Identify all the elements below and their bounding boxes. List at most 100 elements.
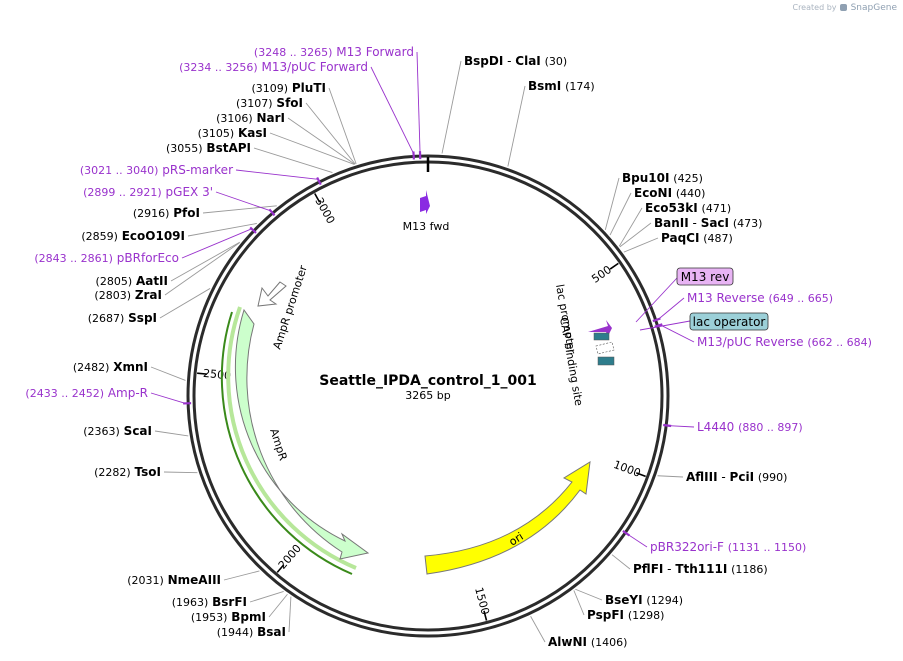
site-pos: (2916): [133, 207, 170, 220]
site-pos: (3107): [236, 97, 273, 110]
site-name: pBRforEco: [117, 251, 179, 265]
site-name2: SacI: [701, 216, 729, 230]
credit-prefix: Created by: [792, 3, 837, 12]
tick-mark: [609, 262, 619, 270]
site-name: BsmI: [528, 79, 561, 93]
site-label-pbr322ori: pBR322ori-F (1131 .. 1150): [650, 540, 806, 554]
lac-operator-callout: lac operator: [693, 315, 766, 329]
site-name: PflFI: [633, 562, 663, 576]
site-name: pRS-marker: [162, 163, 233, 177]
leader-line-paqci: [623, 237, 659, 253]
site-pos: (473): [733, 217, 763, 230]
m13-fwd-marker: [420, 190, 430, 214]
site-pos: (1953): [191, 611, 228, 624]
site-label-eco53ki: Eco53kI (471): [645, 201, 731, 215]
site-label-sfoi: (3107) SfoI: [236, 96, 303, 110]
leader-lines: [150, 51, 695, 643]
site-label-scai: (2363) ScaI: [83, 424, 152, 438]
site-pos: (2687): [88, 312, 125, 325]
site-label-bspdi: BspDI - ClaI (30): [464, 54, 567, 68]
site-label-bpu10i: Bpu10I (425): [622, 171, 703, 185]
site-label-xmni: (2482) XmnI: [73, 360, 148, 374]
site-label-bseyi: BseYI (1294): [605, 593, 683, 607]
backbone-outer: [186, 154, 670, 638]
leader-line-kasi: [269, 132, 355, 165]
site-label-banii: BanII - SacI (473): [654, 216, 762, 230]
site-name: TsoI: [135, 465, 161, 479]
site-pos: (3109): [251, 82, 288, 95]
leader-line-bsmi: [507, 85, 526, 167]
tick-label: 2000: [276, 542, 304, 572]
ori-arrow: [424, 461, 591, 575]
primer-mark-pbr322ori: [622, 530, 631, 537]
m13-fwd-label: M13 fwd: [403, 220, 450, 233]
site-label-bsai: (1944) BsaI: [217, 625, 286, 639]
site-name: BstAPI: [206, 141, 251, 155]
leader-line-pflfi: [611, 554, 631, 570]
site-name: AlwNI: [548, 635, 587, 649]
site-name: L4440: [697, 420, 734, 434]
leader-line-aflIII: [657, 475, 684, 478]
site-name: M13/pUC Forward: [261, 60, 368, 74]
site-label-m13puc_rev: M13/pUC Reverse (662 .. 684): [697, 335, 872, 349]
site-label-aflIII: AflIII - PciI (990): [686, 470, 787, 484]
site-name: BsaI: [257, 625, 286, 639]
site-pos: (2899 .. 2921): [83, 186, 162, 199]
site-pos: (990): [758, 471, 788, 484]
lac-promoter-marker: [595, 341, 615, 355]
site-pos: (30): [545, 55, 568, 68]
site-pos: (1131 .. 1150): [728, 541, 807, 554]
leader-line-m13reverse: [658, 297, 685, 320]
site-label-prsmarker: (3021 .. 3040) pRS-marker: [80, 163, 233, 177]
site-pos: (662 .. 684): [807, 336, 872, 349]
site-name: pGEX 3': [166, 185, 213, 199]
ampr-band: [226, 306, 357, 570]
primer-mark-prsmarker: [316, 177, 322, 186]
site-pos: (2803): [94, 289, 131, 302]
leader-line-m13puc_fwd: [370, 66, 414, 154]
leader-line-sfoi: [305, 102, 356, 165]
leader-line-xmni: [150, 366, 186, 381]
tick-label: 2500: [203, 367, 232, 383]
site-label-nmeaiii: (2031) NmeAIII: [127, 573, 221, 587]
site-pos: (3248 .. 3265): [254, 46, 333, 59]
site-name: BsrFI: [212, 595, 247, 609]
site-labels: BspDI - ClaI (30) BsmI (174) Bpu10I (425) E…: [25, 45, 871, 649]
ori-label: ori: [507, 530, 526, 549]
snapgene-logo-icon: [840, 4, 848, 11]
leader-line-pfoi: [202, 205, 277, 214]
site-separator: -: [718, 470, 730, 484]
leader-line-aatii: [170, 241, 241, 282]
leader-line-pbr322ori: [627, 533, 648, 548]
site-name: PfoI: [173, 206, 200, 220]
site-pos: (2805): [96, 275, 133, 288]
ampr-label: AmpR: [267, 427, 290, 463]
ampr-promoter-arrow: [257, 281, 287, 307]
site-pos: (649 .. 665): [769, 292, 834, 305]
site-name: PspFI: [587, 608, 624, 622]
site-label-l4440: L4440 (880 .. 897): [697, 420, 803, 434]
tick-label: 1500: [472, 586, 492, 616]
leader-line-prsmarker: [235, 169, 319, 180]
site-label-pflfi: PflFI - Tth111I (1186): [633, 562, 768, 576]
site-name: M13 Forward: [336, 45, 414, 59]
site-label-bpmi: (1953) BpmI: [191, 610, 266, 624]
lac-operator-callout-box: [689, 312, 769, 331]
leader-line-bsai: [288, 596, 292, 633]
site-label-pspfi: PspFI (1298): [587, 608, 664, 622]
site-pos: (1944): [217, 626, 254, 639]
site-name: ScaI: [124, 424, 152, 438]
site-pos: (2363): [83, 425, 120, 438]
tick-mark: [276, 564, 285, 573]
credit-line: Created by SnapGene: [792, 3, 897, 13]
leader-line-scai: [154, 430, 189, 437]
primer-mark-m13reverse: [652, 317, 661, 323]
site-name: NarI: [256, 111, 285, 125]
site-label-ampr_primer: (2433 .. 2452) Amp-R: [25, 386, 148, 400]
ampr-arrow: [234, 308, 370, 560]
site-pos: (1294): [646, 594, 683, 607]
site-label-bsmi: BsmI (174): [528, 79, 595, 93]
site-pos: (174): [565, 80, 595, 93]
site-label-pfoi: (2916) PfoI: [133, 206, 200, 220]
